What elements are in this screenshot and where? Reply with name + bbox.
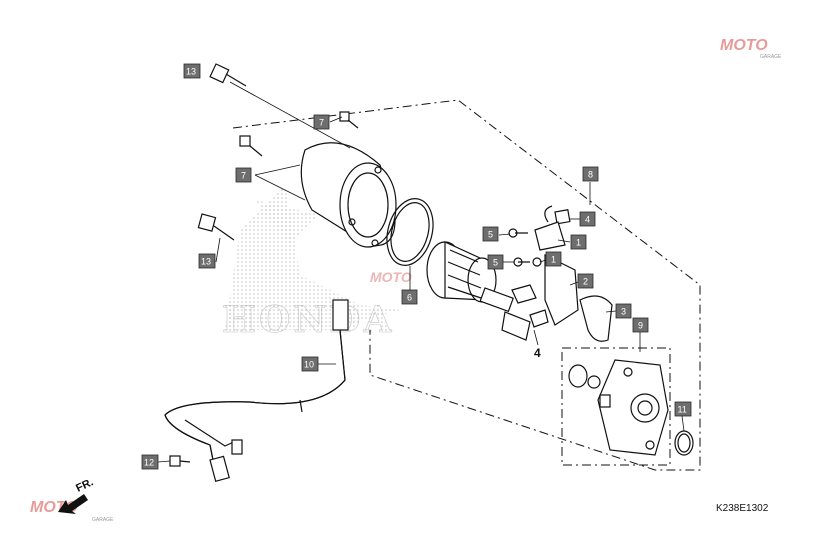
svg-text:12: 12 (144, 458, 154, 468)
callout-3: 3 (615, 303, 632, 319)
svg-text:4: 4 (585, 215, 590, 225)
svg-text:7: 7 (319, 118, 324, 128)
cable-harness-10 (164, 299, 349, 482)
svg-text:2: 2 (583, 277, 588, 287)
callout-7-left: 7 (235, 167, 252, 183)
callout-2: 2 (577, 273, 594, 289)
screw-7-left (239, 135, 263, 157)
honda-watermark-text: HONDA (222, 299, 394, 341)
plate-3 (579, 295, 613, 342)
svg-text:6: 6 (407, 293, 412, 303)
callout-5-top: 5 (482, 226, 499, 242)
bolt-12 (169, 455, 191, 467)
svg-text:1: 1 (551, 255, 556, 265)
svg-text:3: 3 (621, 307, 626, 317)
subassembly-outline-9 (561, 347, 671, 466)
svg-text:13: 13 (186, 67, 196, 77)
callout-12: 12 (141, 454, 159, 470)
callout-13-bottom: 13 (198, 253, 216, 269)
svg-text:7: 7 (241, 171, 246, 181)
end-cover-9 (568, 359, 669, 456)
callout-7-top: 7 (313, 114, 330, 130)
motor-housing (300, 142, 397, 248)
leader-lines (157, 81, 685, 463)
svg-text:5: 5 (488, 230, 493, 240)
label-4-plain: 4 (534, 346, 541, 360)
svg-text:8: 8 (588, 170, 593, 180)
svg-text:MOTO: MOTO (370, 269, 412, 285)
svg-text:9: 9 (638, 321, 643, 331)
screw-7-top (339, 111, 359, 129)
callout-5-bottom: 5 (487, 254, 504, 270)
callout-1-bottom: 1 (545, 251, 562, 267)
svg-text:1: 1 (576, 238, 581, 248)
callout-6: 6 (401, 289, 418, 305)
callout-11: 11 (674, 401, 692, 417)
svg-text:5: 5 (493, 258, 498, 268)
moto-watermark-mid: MOTO (370, 269, 412, 285)
callout-1-top: 1 (570, 234, 587, 250)
front-direction-label: FR. (74, 476, 95, 494)
callout-9: 9 (632, 317, 649, 333)
callout-8: 8 (582, 166, 599, 182)
callout-4: 4 (579, 211, 596, 227)
o-ring-6 (386, 198, 434, 266)
svg-text:GARAGE: GARAGE (760, 54, 782, 60)
assembly-outline-8 (232, 99, 701, 471)
moto-watermark-top: MOTO GARAGE (720, 37, 782, 60)
svg-text:11: 11 (678, 405, 687, 415)
svg-text:GARAGE: GARAGE (92, 517, 114, 523)
svg-text:MOTO: MOTO (720, 37, 768, 54)
callout-13-top: 13 (183, 63, 201, 79)
svg-text:10: 10 (304, 360, 314, 370)
armature (426, 241, 531, 341)
svg-text:13: 13 (201, 257, 211, 267)
brush-parts (508, 205, 579, 328)
honda-wing-watermark: HONDA (222, 185, 400, 341)
diagram-code: K238E1302 (716, 503, 769, 514)
callout-10: 10 (301, 356, 319, 372)
bolt-13-top (209, 63, 247, 87)
bolt-13-bottom (197, 213, 235, 241)
